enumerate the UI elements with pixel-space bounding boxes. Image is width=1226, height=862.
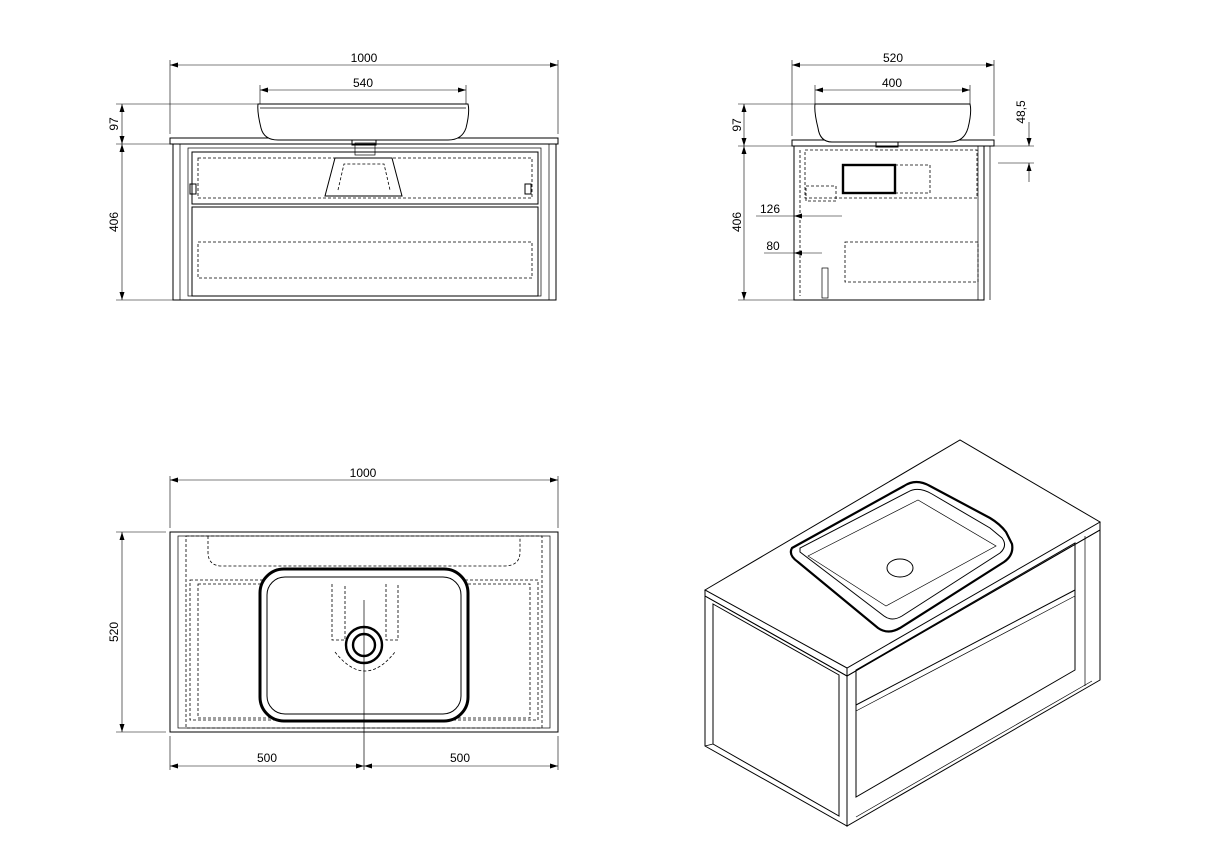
isometric-view: [703, 439, 1101, 827]
iso-basin-rim: [789, 480, 1014, 633]
front-basin-height-label: 97: [107, 117, 121, 131]
side-cabinet-height-label: 406: [730, 212, 744, 232]
top-view: 1000 520 500 500: [107, 466, 559, 770]
side-view: 520 400 97 406 48,5 126: [730, 51, 1034, 301]
top-half-left-label: 500: [257, 751, 277, 765]
side-siphon-height-label: 126: [760, 202, 780, 216]
iso-front-frame: [846, 529, 1101, 827]
front-width-label: 1000: [351, 51, 378, 65]
side-basin: [814, 103, 972, 143]
side-cabinet: [793, 145, 985, 301]
top-width-label: 1000: [350, 466, 377, 480]
front-upper-drawer: [191, 151, 539, 205]
iso-drawer-divider: [855, 589, 1076, 706]
top-depth-label: 520: [107, 622, 121, 642]
front-siphon: [324, 157, 403, 197]
front-basin: [257, 103, 470, 141]
top-half-right-label: 500: [450, 751, 470, 765]
front-cabinet-height-label: 406: [107, 212, 121, 232]
front-cabinet-frame: [172, 143, 557, 301]
front-lower-drawer: [191, 206, 539, 297]
iso-drain: [886, 558, 914, 578]
side-basin-height-label: 97: [730, 118, 744, 132]
side-depth-label: 520: [883, 51, 903, 65]
side-siphon-offset-label: 80: [766, 239, 780, 253]
front-view: 1000 540 97 406: [107, 51, 559, 301]
iso-left-frame: [704, 595, 848, 827]
side-basin-depth-label: 400: [882, 76, 902, 90]
front-basin-width-label: 540: [353, 76, 373, 90]
side-top-thickness-label: 48,5: [1014, 100, 1028, 124]
